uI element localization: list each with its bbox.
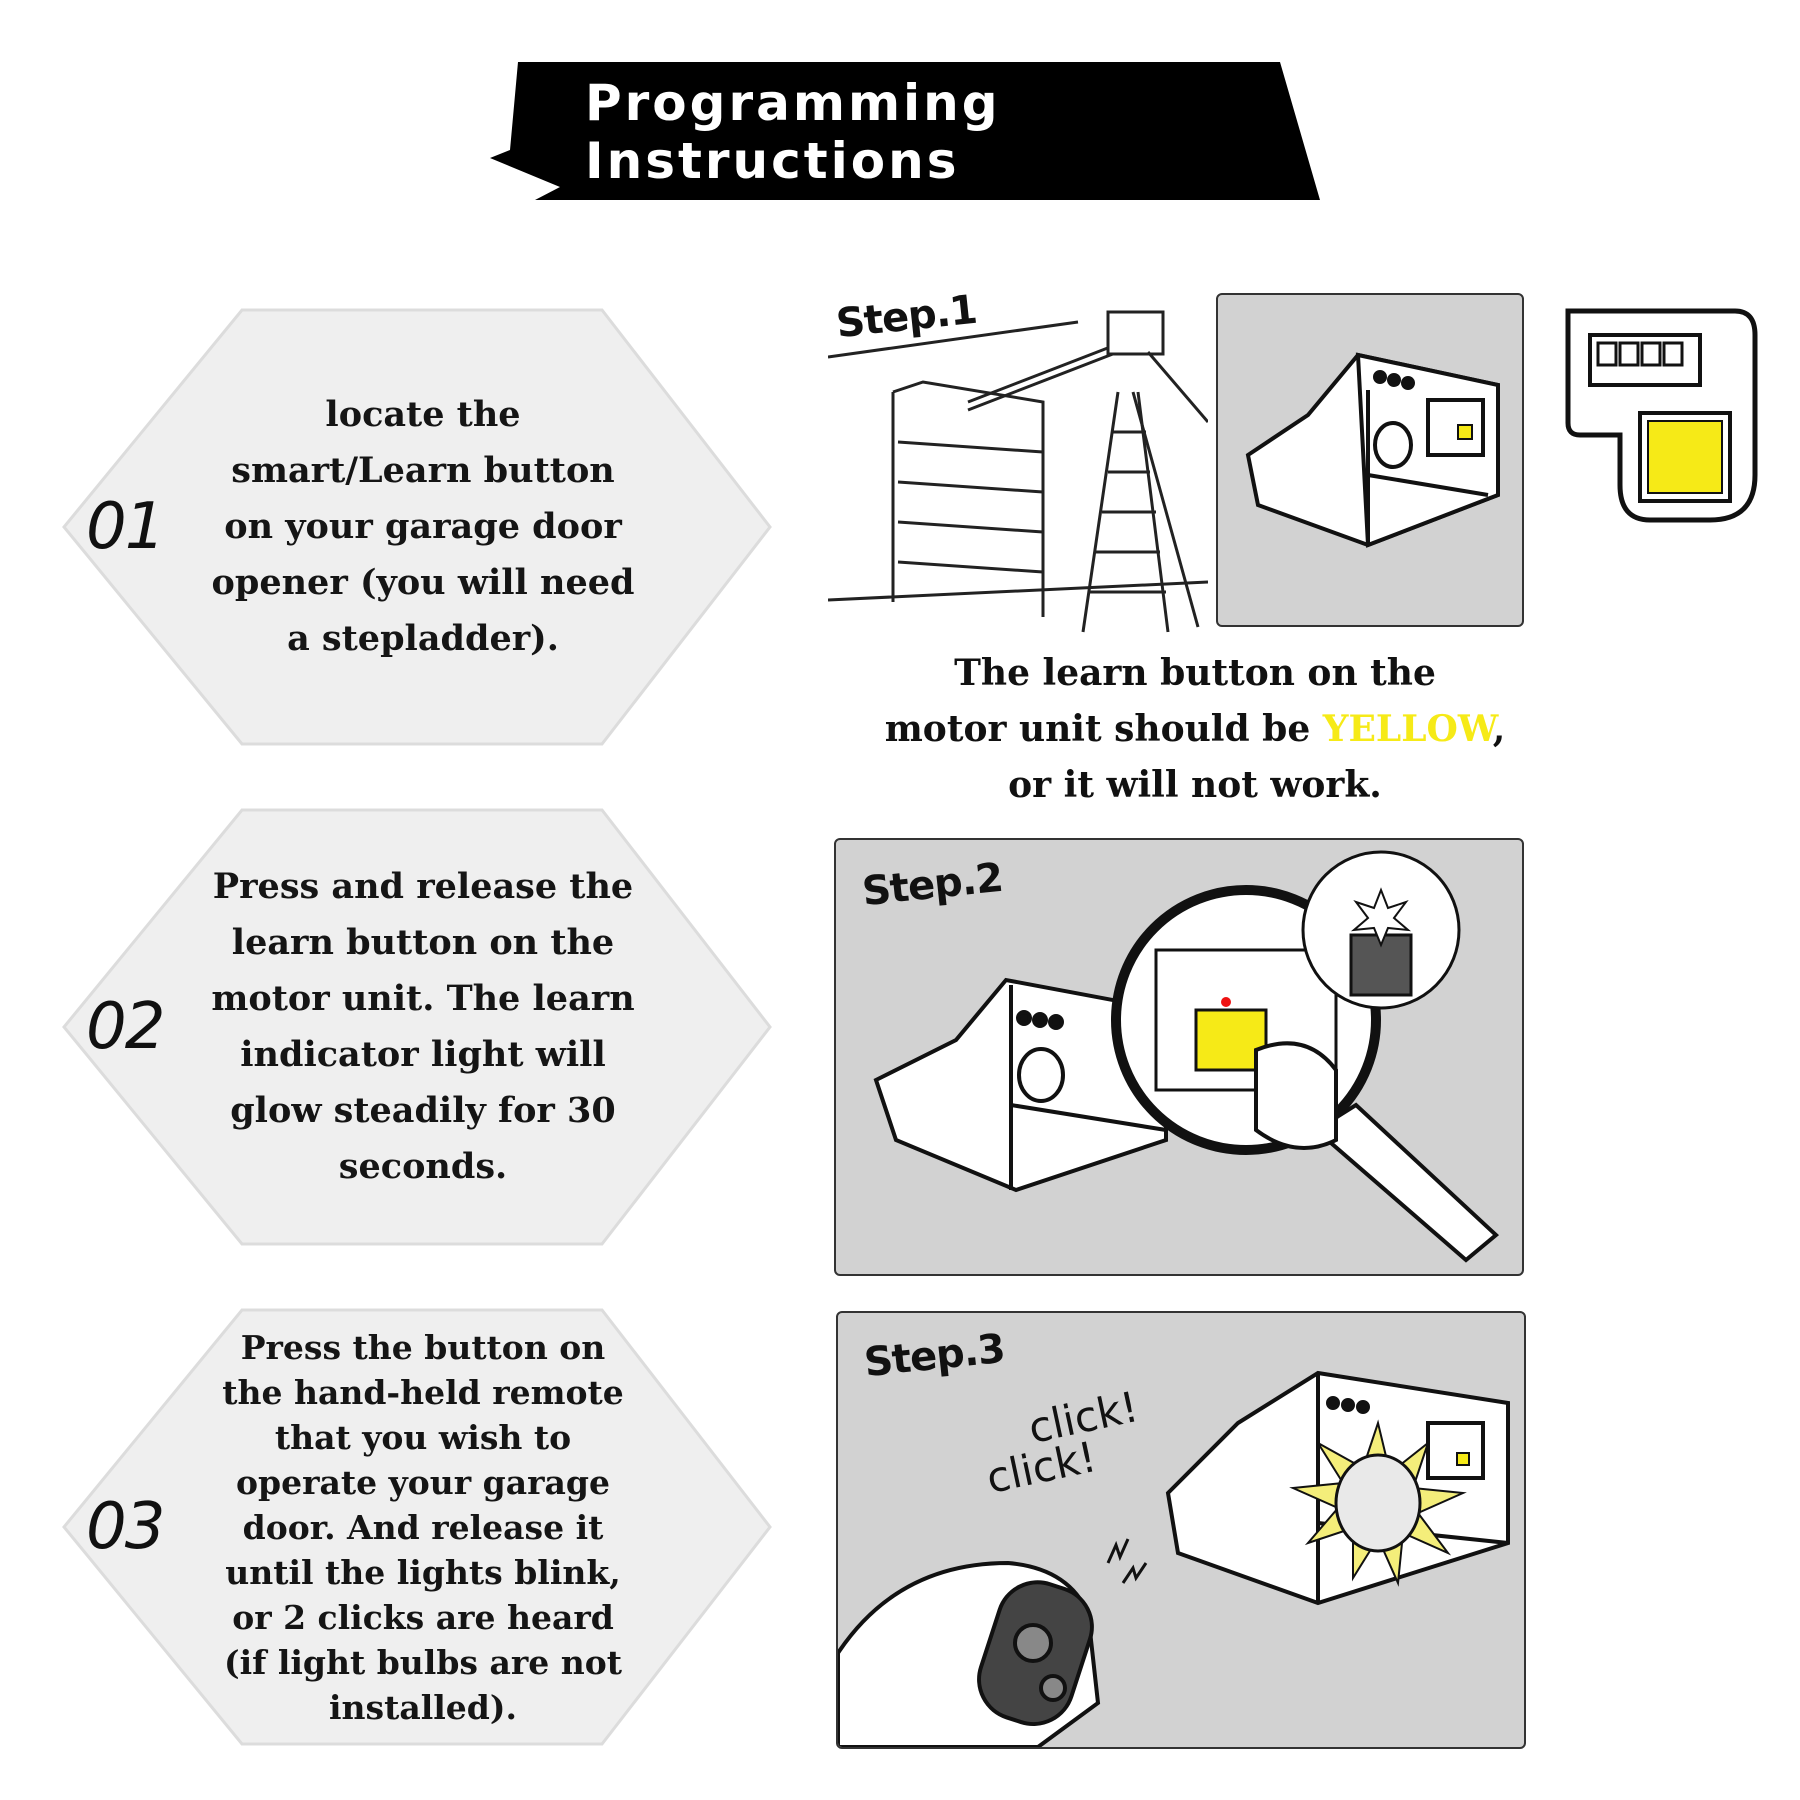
learn-button-detail bbox=[1560, 305, 1760, 530]
step-2-panel: Step.2 bbox=[834, 838, 1524, 1276]
step-text-2: Press and release the learn button on th… bbox=[211, 866, 635, 1187]
banner-shape bbox=[490, 62, 1320, 200]
step-number-3: 03 bbox=[86, 1490, 165, 1564]
yellow-button-caption: The learn button on the motor unit shoul… bbox=[845, 645, 1545, 813]
magnifier-drawing bbox=[873, 850, 1500, 1263]
caption-line-1: The learn button on the bbox=[954, 652, 1436, 694]
step-card-1: 01 locate the smart/Learn button on your… bbox=[58, 306, 776, 748]
remote-and-light-drawing bbox=[838, 1370, 1510, 1747]
page-title: Programming Instructions bbox=[585, 74, 1001, 190]
step-number-1: 01 bbox=[86, 490, 165, 564]
step-text-3: Press the button on the hand-held remote… bbox=[222, 1327, 624, 1727]
step-3-panel: Step.3 click! click! bbox=[836, 1311, 1526, 1749]
step-text-1: locate the smart/Learn button on your ga… bbox=[211, 394, 635, 659]
caption-yellow-word: YELLOW bbox=[1322, 708, 1493, 750]
garage-door-ladder-drawing bbox=[827, 310, 1210, 633]
caption-line-2: motor unit should be YELLOW, bbox=[845, 701, 1545, 757]
step-number-2: 02 bbox=[86, 990, 165, 1064]
step-card-2: 02 Press and release the learn button on… bbox=[58, 806, 776, 1248]
motor-unit-drawing bbox=[1245, 352, 1500, 548]
step-1-zoom-panel bbox=[1216, 293, 1524, 627]
title-banner: Programming Instructions bbox=[490, 62, 1320, 202]
step-card-3: 03 Press the button on the hand-held rem… bbox=[58, 1306, 776, 1748]
caption-line-2-after: , bbox=[1492, 708, 1506, 750]
caption-line-2-before: motor unit should be bbox=[884, 708, 1323, 750]
garage-scene-illustration: Step.1 bbox=[827, 282, 1210, 642]
caption-line-3: or it will not work. bbox=[1008, 764, 1382, 806]
